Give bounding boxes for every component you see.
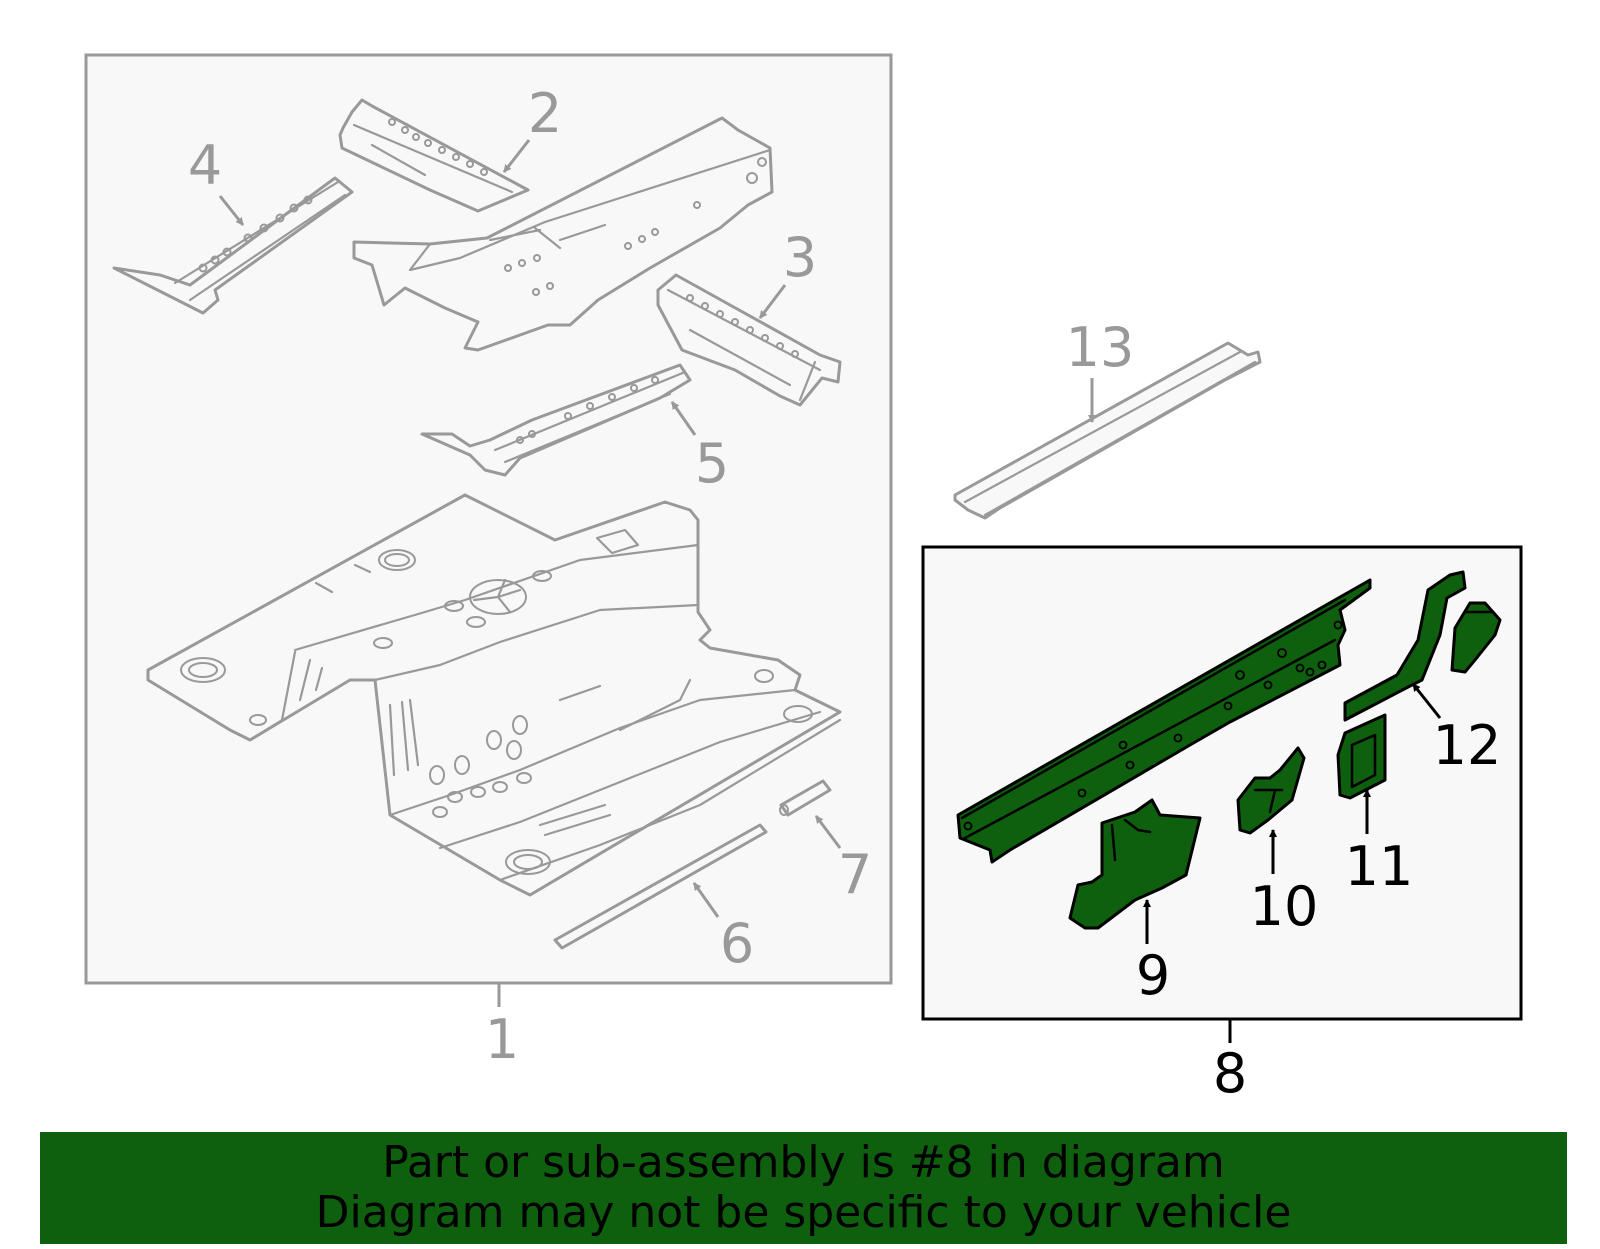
callout-9: 9 — [1136, 944, 1170, 1007]
callout-3: 3 — [783, 226, 817, 289]
part-4-crossmember — [112, 176, 354, 315]
arrow-5 — [670, 401, 697, 436]
part-6-rod — [553, 823, 768, 950]
arrow-7 — [814, 815, 842, 849]
banner-line-2: Diagram may not be specific to your vehi… — [315, 1187, 1292, 1238]
arrow-12 — [1411, 683, 1442, 719]
info-banner: Part or sub-assembly is #8 in diagram Di… — [40, 1132, 1567, 1244]
callout-5: 5 — [695, 432, 729, 495]
part-3-bracket — [656, 273, 842, 407]
arrow-6 — [692, 882, 720, 918]
tunnel-reinforcement — [352, 116, 774, 352]
part-9-bracket — [1068, 798, 1202, 930]
callout-8: 8 — [1213, 1042, 1247, 1105]
part-1-floor-pan — [146, 493, 842, 897]
callout-11: 11 — [1345, 835, 1414, 898]
callout-12: 12 — [1433, 714, 1502, 777]
part-5-rail — [420, 363, 692, 477]
part-11-plate — [1336, 713, 1387, 800]
callout-4: 4 — [188, 134, 222, 197]
part-2-reinforcement — [338, 98, 530, 213]
callout-1: 1 — [485, 1008, 519, 1071]
part-13-sill — [953, 341, 1262, 520]
callout-10: 10 — [1250, 875, 1319, 938]
part-8-rocker-rail — [956, 578, 1372, 864]
callout-13: 13 — [1066, 316, 1135, 379]
callout-6: 6 — [720, 912, 754, 975]
arrow-2 — [502, 139, 531, 173]
callout-2: 2 — [528, 82, 562, 145]
callout-7: 7 — [838, 843, 872, 906]
arrow-4 — [218, 195, 245, 226]
arrow-3 — [758, 284, 787, 319]
banner-line-1: Part or sub-assembly is #8 in diagram — [382, 1137, 1225, 1188]
part-7-pin — [779, 779, 832, 817]
part-10-bracket — [1236, 746, 1306, 835]
